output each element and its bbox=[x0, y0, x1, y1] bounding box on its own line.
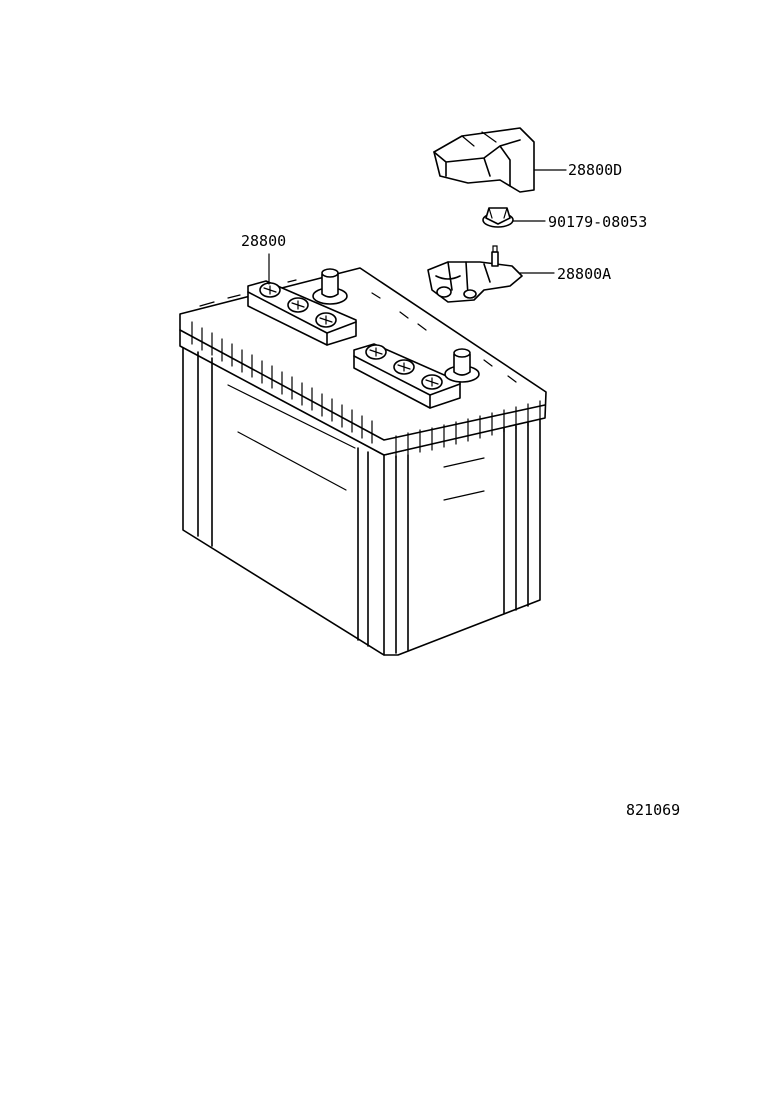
vent-plugs-1 bbox=[259, 282, 337, 328]
nut-illustration bbox=[482, 207, 514, 228]
battery-post-1 bbox=[312, 268, 348, 305]
battery-part-number: 28800 bbox=[241, 232, 286, 250]
diagram-id: 821069 bbox=[626, 801, 680, 819]
vent-plugs-2 bbox=[365, 344, 443, 390]
cover-part-number: 28800D bbox=[568, 161, 622, 179]
battery-terminal-illustration bbox=[427, 245, 523, 303]
terminal-part-number: 28800A bbox=[557, 265, 611, 283]
battery-post-2 bbox=[444, 348, 480, 383]
nut-part-number: 90179-08053 bbox=[548, 213, 647, 231]
lid-ribs bbox=[191, 321, 541, 459]
battery-illustration bbox=[179, 267, 547, 656]
terminal-cover-illustration bbox=[433, 127, 535, 193]
